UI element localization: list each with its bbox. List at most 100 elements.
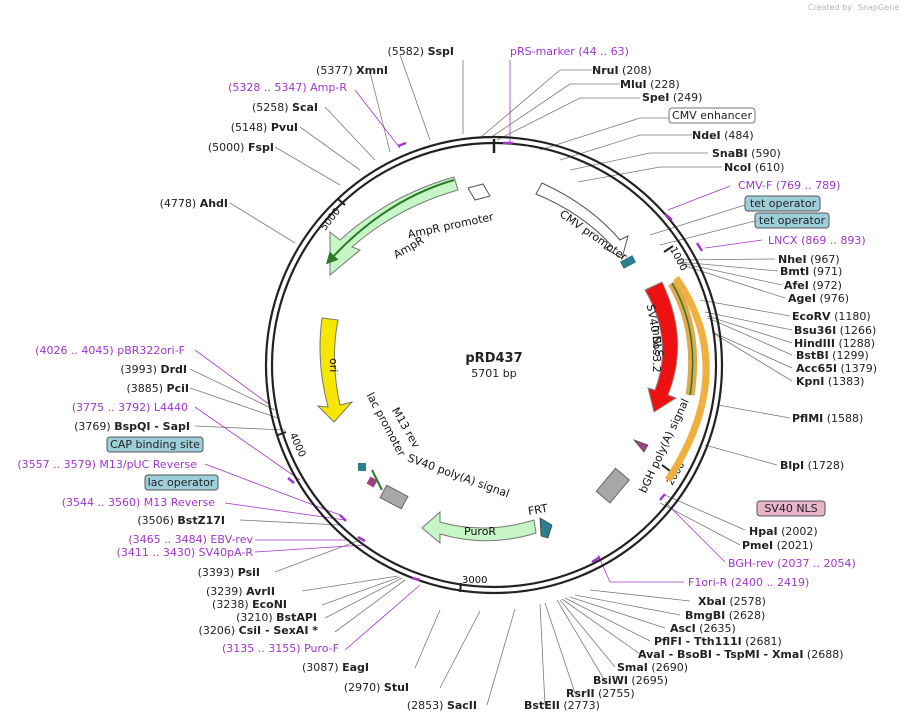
primer-range: (3557 .. 3579) <box>17 458 99 471</box>
box-tet-operator-2 <box>754 212 830 229</box>
site-position: (5000) <box>208 141 248 154</box>
primer-name: Amp-R <box>310 81 347 94</box>
plasmid-length: 5701 bp <box>471 367 516 380</box>
site-name: BmgBI <box>685 609 725 622</box>
box-cmv-enhancer <box>668 107 756 124</box>
site-position: (971) <box>809 265 842 278</box>
site-label: Acc65I (1379) <box>796 362 877 375</box>
primer-label: BGH-rev (2037 .. 2054) <box>728 557 856 570</box>
box-cap-binding-site <box>106 436 204 453</box>
tick-label-3000: 3000 <box>462 575 487 586</box>
site-label: SpeI (249) <box>642 91 702 104</box>
site-name: DrdI <box>160 363 187 376</box>
site-label: (4778) AhdI <box>160 197 228 210</box>
site-name: BstZ17I <box>177 514 225 527</box>
site-name: AfeI <box>784 279 809 292</box>
site-name: AvaI - BsoBI - TspMI - XmaI <box>638 648 803 661</box>
primer-name: BGH-rev <box>728 557 774 570</box>
site-name: PflMI <box>792 412 823 425</box>
boxlabel-tet-operator-1: tet operator <box>750 197 817 210</box>
site-name: NdeI <box>692 129 721 142</box>
primer-name: M13/pUC Reverse <box>99 458 197 471</box>
boxlabel-cmv-enhancer: CMV enhancer <box>672 109 752 122</box>
site-position: (208) <box>619 64 652 77</box>
site-name: RsrII <box>566 687 595 700</box>
site-label: (3206) CsiI - SexAI * <box>199 624 319 637</box>
boxlabel-lac-operator: lac operator <box>148 476 215 489</box>
primer-name: M13 Reverse <box>144 496 215 509</box>
site-position: (2773) <box>560 699 600 712</box>
site-label: (2853) SacII <box>407 699 477 712</box>
feature-grey-box-left <box>379 484 409 510</box>
site-position: (610) <box>751 161 784 174</box>
site-position: (4778) <box>160 197 200 210</box>
feature-frt <box>539 517 553 539</box>
site-name: AhdI <box>200 197 228 210</box>
primer-labels: pRS-marker (44 .. 63)CMV-F (769 .. 789)L… <box>17 45 865 655</box>
site-label: (3393) PsiI <box>198 566 260 579</box>
tick-label-5000: 5000 <box>319 206 343 233</box>
site-name: PvuI <box>271 121 298 134</box>
boxlabel-cap-binding-site: CAP binding site <box>110 438 200 451</box>
site-position: (3506) <box>137 514 177 527</box>
box-sv40-nls <box>756 500 826 517</box>
feature-label-frt: FRT <box>527 502 549 518</box>
leader-lines <box>189 54 793 706</box>
site-position: (1383) <box>824 375 864 388</box>
site-label: EcoRV (1180) <box>792 310 871 323</box>
feature-label-ori: ori <box>327 358 340 372</box>
site-label: XbaI (2578) <box>698 595 766 608</box>
primer-name: CMV-F <box>738 179 772 192</box>
credit-prefix: Created by <box>808 3 852 12</box>
site-name: KpnI <box>796 375 824 388</box>
site-name: XmnI <box>356 64 388 77</box>
site-label: (5377) XmnI <box>316 64 388 77</box>
site-label: RsrII (2755) <box>566 687 635 700</box>
site-label: BmtI (971) <box>780 265 842 278</box>
feature-ampr <box>325 176 459 277</box>
site-label: SnaBI (590) <box>712 147 781 160</box>
primer-name: SV40pA-R <box>199 546 254 559</box>
tick-marks <box>277 198 674 593</box>
site-name: SnaBI <box>712 147 748 160</box>
primer-range: (3411 .. 3430) <box>117 546 199 559</box>
site-position: (3087) <box>302 661 342 674</box>
site-name: BmtI <box>780 265 809 278</box>
primer-range: (2400 .. 2419) <box>727 576 809 589</box>
feature-ori <box>316 317 354 423</box>
site-position: (1288) <box>835 337 875 350</box>
primer-name: LNCX <box>768 234 798 247</box>
site-name: BstAPI <box>276 611 317 624</box>
site-label: PmeI (2021) <box>742 539 813 552</box>
site-label: (5148) PvuI <box>231 121 298 134</box>
site-position: (3769) <box>74 420 114 433</box>
site-label: NheI (967) <box>778 253 840 266</box>
primer-name: EBV-rev <box>210 533 253 546</box>
site-label: (2970) StuI <box>344 681 409 694</box>
site-position: (5377) <box>316 64 356 77</box>
site-label: (3087) EagI <box>302 661 369 674</box>
site-position: (2002) <box>778 525 818 538</box>
primer-label: (3544 .. 3560) M13 Reverse <box>62 496 215 509</box>
site-position: (2755) <box>595 687 635 700</box>
site-name: Bsu36I <box>794 324 836 337</box>
primer-label: F1ori-R (2400 .. 2419) <box>688 576 809 589</box>
site-name: EcoRV <box>792 310 831 323</box>
site-position: (2635) <box>696 622 736 635</box>
site-position: (2021) <box>773 539 813 552</box>
primer-range: (4026 .. 4045) <box>35 344 117 357</box>
site-position: (5258) <box>252 101 292 114</box>
box-lac-operator <box>144 474 219 491</box>
site-name: PsiI <box>238 566 260 579</box>
feature-sv40nls-arc <box>668 280 698 396</box>
site-name: FspI <box>248 141 274 154</box>
site-name: SmaI <box>617 661 648 674</box>
site-position: (1728) <box>804 459 844 472</box>
site-label: NruI (208) <box>592 64 652 77</box>
site-label: HindIII (1288) <box>794 337 875 350</box>
site-position: (1266) <box>836 324 876 337</box>
feature-amp-promoter <box>467 183 491 201</box>
site-position: (2628) <box>725 609 765 622</box>
primer-label: (3557 .. 3579) M13/pUC Reverse <box>17 458 197 471</box>
